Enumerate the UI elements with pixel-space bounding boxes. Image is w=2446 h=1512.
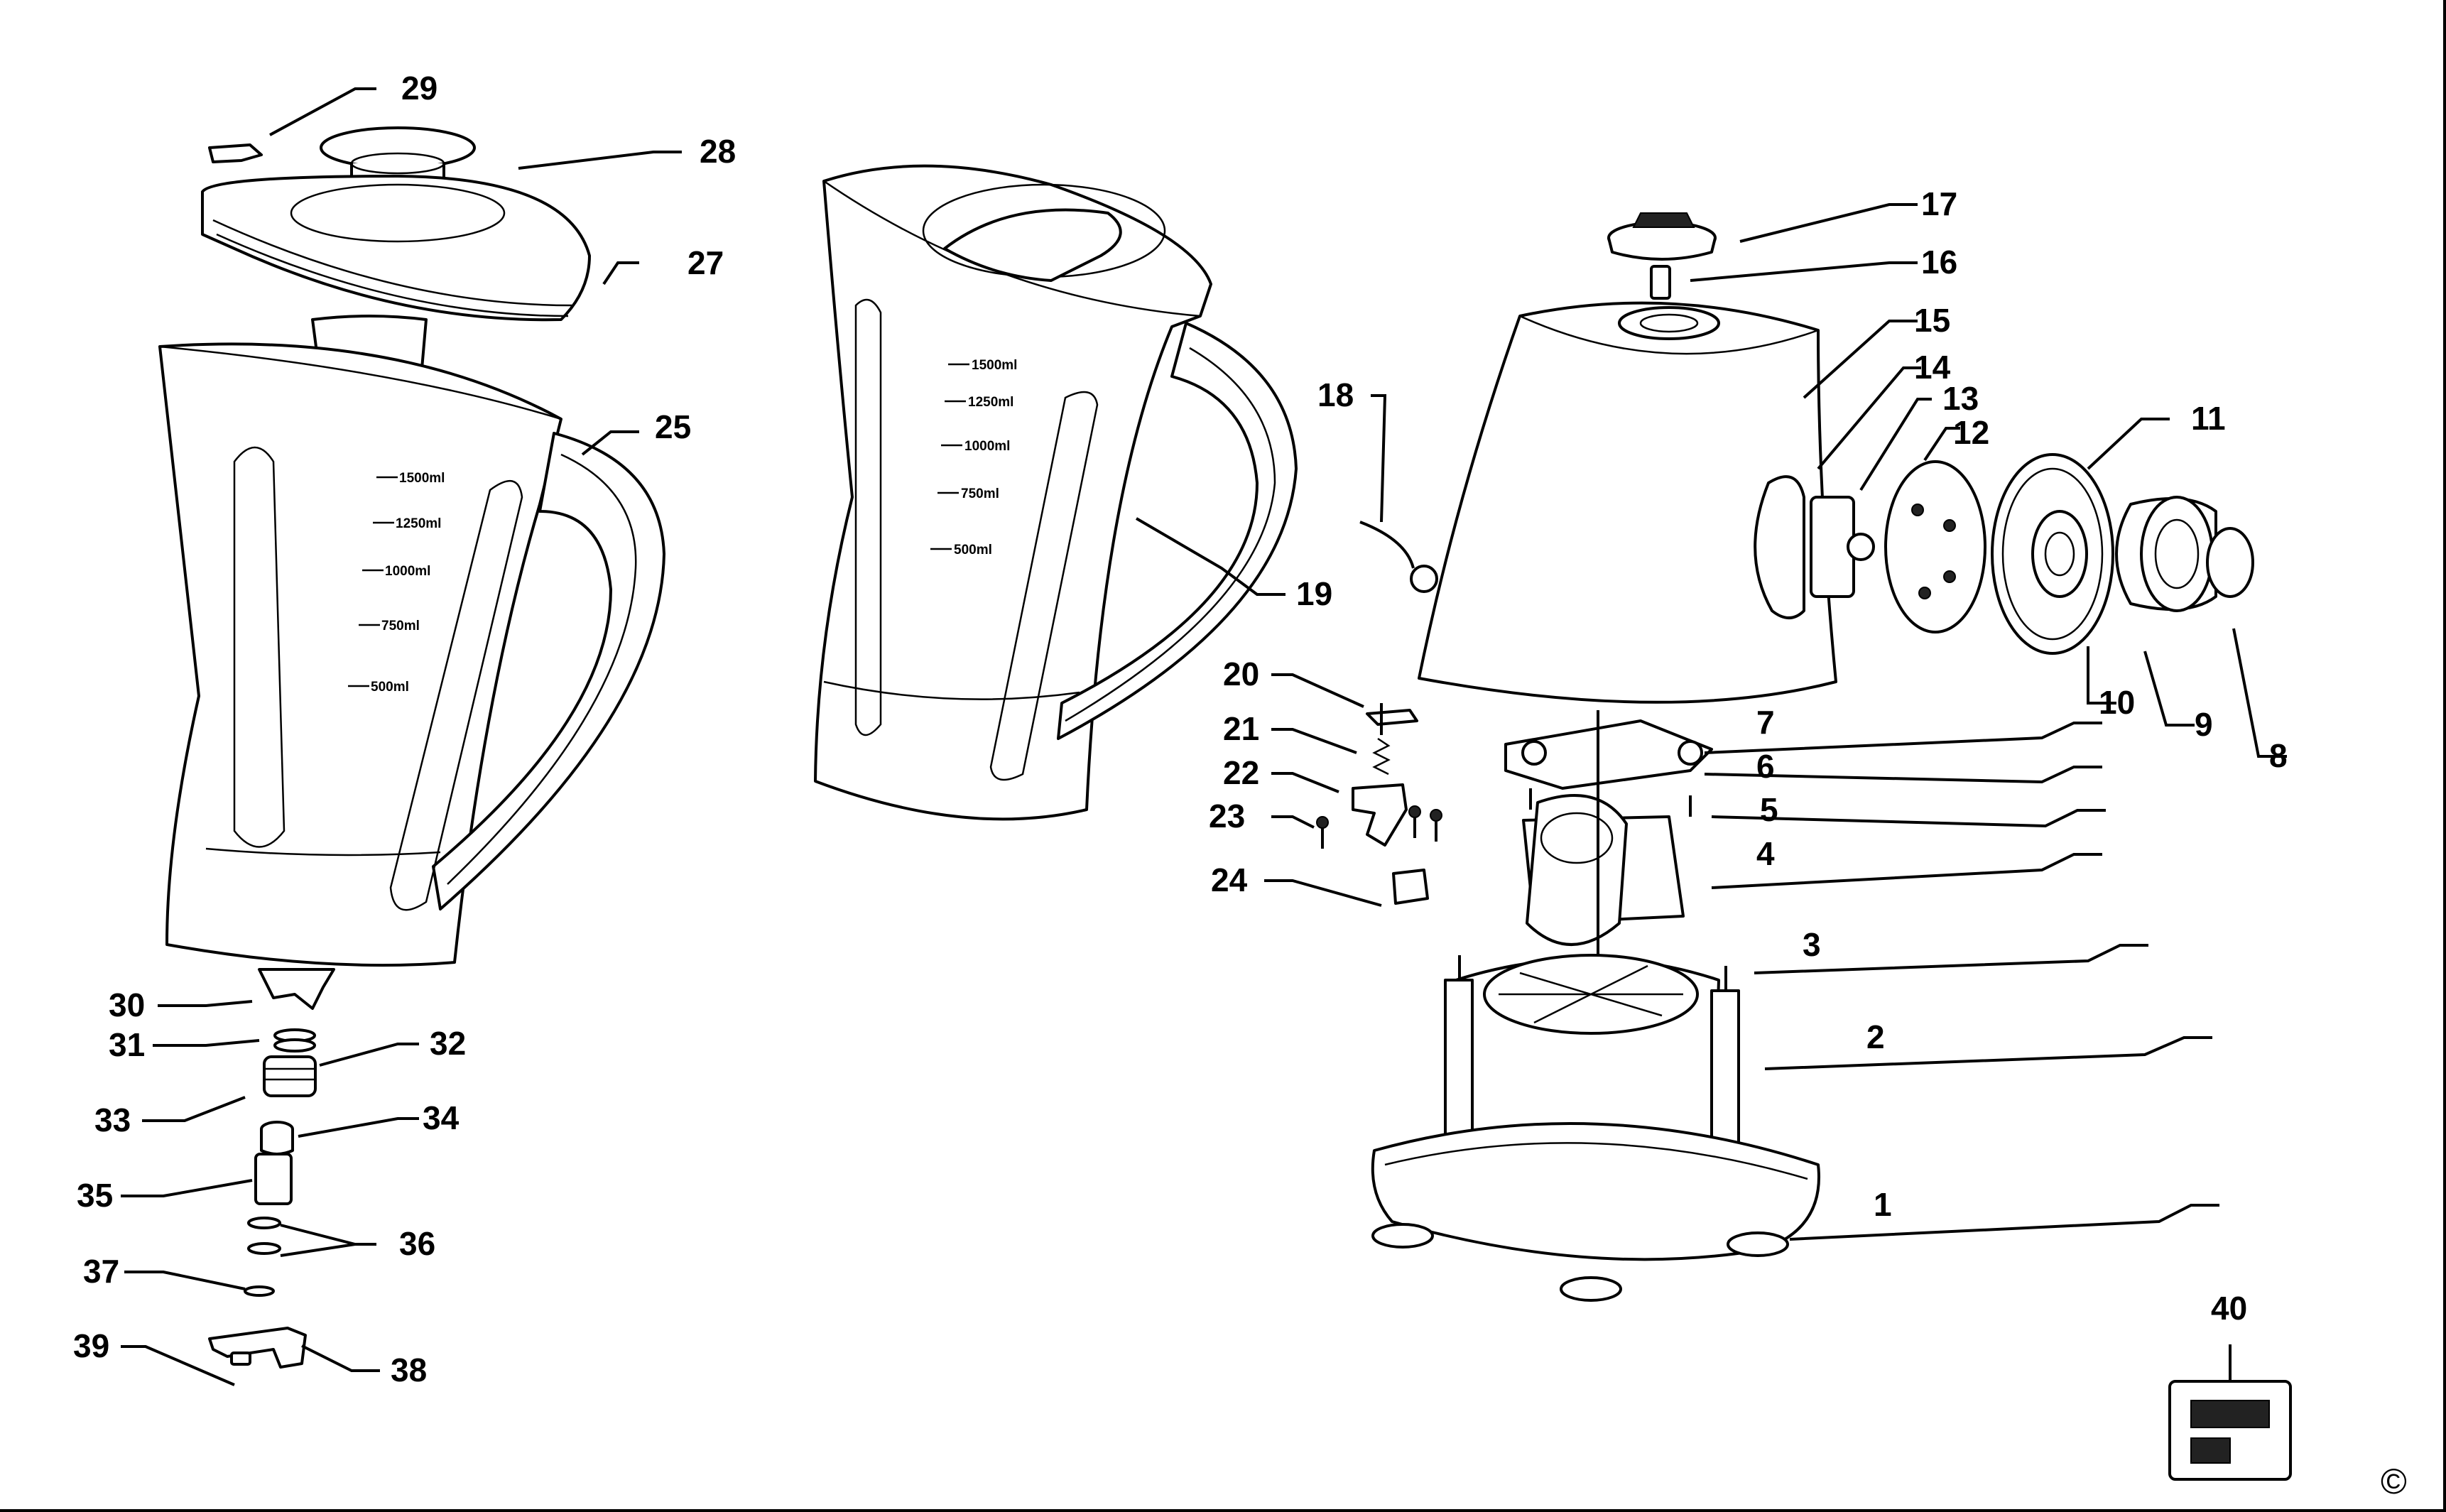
part-label-25: 25: [655, 408, 691, 445]
rating-label-card: [2168, 1380, 2292, 1481]
jar-back-mark: 500ml: [954, 543, 992, 558]
rear-blender-jar: [814, 164, 1298, 821]
jar-front-mark: 500ml: [371, 680, 409, 695]
part-label-30: 30: [109, 986, 145, 1023]
jar-front-mark: 1000ml: [385, 564, 430, 579]
part-label-38: 38: [391, 1351, 427, 1388]
part-label-1: 1: [1874, 1186, 1892, 1223]
part-label-34: 34: [423, 1099, 460, 1136]
part-label-7: 7: [1756, 704, 1775, 741]
part-label-18: 18: [1317, 376, 1354, 413]
jar-back-mark: 1500ml: [972, 358, 1017, 373]
part-label-6: 6: [1756, 748, 1775, 785]
part-label-3: 3: [1803, 926, 1821, 963]
part-label-40: 40: [2211, 1290, 2247, 1327]
jar-front-mark: 750ml: [381, 619, 420, 633]
part-number-labels: 1 2 3 4 5 6 7 8 9 10 11 12 13 14 15 16 1…: [73, 70, 2288, 1388]
part-label-4: 4: [1756, 835, 1775, 872]
part-label-17: 17: [1921, 185, 1957, 222]
jar-front-mark: 1250ml: [396, 516, 441, 531]
part-label-11: 11: [2191, 400, 2226, 437]
part-label-13: 13: [1942, 380, 1979, 417]
part-label-16: 16: [1921, 244, 1957, 281]
part-label-15: 15: [1914, 302, 1950, 339]
part-label-14: 14: [1914, 349, 1951, 386]
part-label-10: 10: [2099, 684, 2135, 721]
front-jar-volume-marks: 1500ml 1250ml 1000ml 750ml 500ml: [348, 471, 445, 695]
jar-back-mark: 1000ml: [964, 439, 1010, 454]
part-label-21: 21: [1223, 710, 1259, 747]
jar-back-mark: 750ml: [961, 486, 999, 501]
rear-jar-volume-marks: 1500ml 1250ml 1000ml 750ml 500ml: [930, 358, 1017, 558]
part-label-23: 23: [1209, 798, 1245, 834]
part-label-36: 36: [399, 1225, 435, 1262]
motor-housing: [1359, 212, 2254, 1302]
part-label-22: 22: [1223, 754, 1259, 791]
part-label-9: 9: [2195, 706, 2213, 743]
part-label-31: 31: [109, 1026, 145, 1063]
leader-lines: [121, 87, 2287, 1386]
part-label-12: 12: [1953, 414, 1989, 451]
part-label-19: 19: [1296, 575, 1332, 612]
part-label-5: 5: [1760, 791, 1778, 828]
blade-coupler-stack: [208, 1028, 317, 1369]
part-label-29: 29: [401, 70, 437, 107]
part-label-27: 27: [687, 244, 724, 281]
part-label-35: 35: [77, 1177, 113, 1214]
part-label-33: 33: [94, 1102, 131, 1138]
part-label-39: 39: [73, 1327, 109, 1364]
part-label-8: 8: [2269, 737, 2288, 774]
part-label-20: 20: [1223, 656, 1259, 692]
part-label-28: 28: [700, 133, 736, 170]
part-label-32: 32: [430, 1025, 466, 1062]
part-label-24: 24: [1211, 861, 1248, 898]
front-blender-jar: [158, 126, 665, 1010]
jar-back-mark: 1250ml: [968, 395, 1013, 410]
switch-parts: [1316, 703, 1442, 905]
part-label-37: 37: [83, 1253, 119, 1290]
part-label-2: 2: [1866, 1018, 1885, 1055]
jar-front-mark: 1500ml: [399, 471, 445, 486]
copyright-symbol: ©: [2381, 1462, 2407, 1501]
